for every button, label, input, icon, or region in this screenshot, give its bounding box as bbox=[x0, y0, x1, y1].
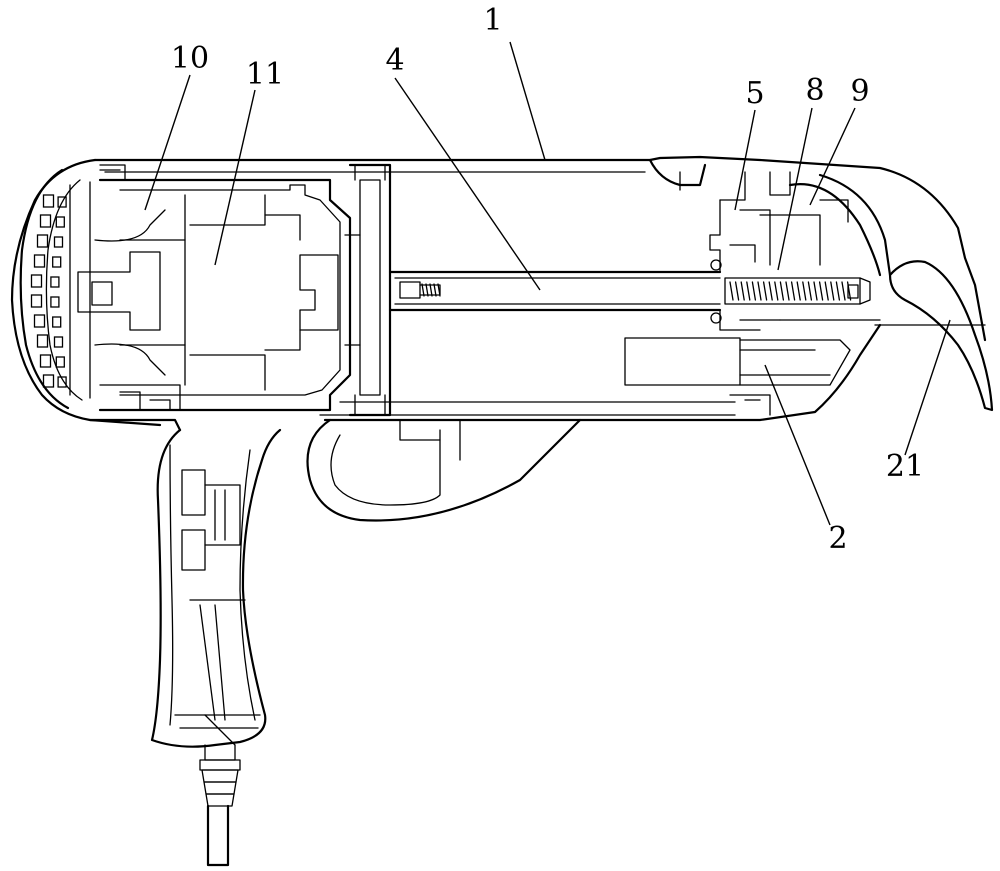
vent-slot bbox=[36, 234, 49, 248]
vent-slot bbox=[30, 274, 43, 288]
central-shaft bbox=[388, 270, 722, 312]
rear-vent-cap bbox=[19, 168, 91, 410]
spring-coil bbox=[818, 281, 824, 301]
spring-coil bbox=[746, 281, 751, 301]
spring-coil bbox=[729, 281, 734, 301]
vent-slot bbox=[33, 254, 46, 268]
trigger bbox=[888, 260, 994, 412]
thread-line bbox=[421, 283, 425, 297]
vent-slot bbox=[53, 336, 64, 348]
screw-thread bbox=[421, 283, 441, 297]
spring-coil bbox=[768, 281, 773, 301]
label-spring: 8 bbox=[805, 73, 824, 108]
vent-slot bbox=[39, 214, 52, 228]
leader-lines bbox=[144, 41, 951, 526]
spring-coil bbox=[835, 281, 841, 301]
spring-coil bbox=[762, 281, 768, 301]
vent-slots bbox=[30, 194, 67, 388]
label-part-9: 9 bbox=[850, 74, 869, 109]
spring-coil bbox=[757, 281, 762, 301]
spring-coil bbox=[802, 281, 807, 301]
vent-slot bbox=[33, 314, 46, 328]
spring-coil bbox=[796, 281, 801, 301]
label-part-11: 11 bbox=[246, 57, 284, 92]
spring-coil bbox=[785, 281, 790, 301]
thread-line bbox=[425, 283, 429, 297]
label-part-5: 5 bbox=[745, 76, 764, 111]
spring-coils bbox=[729, 281, 852, 301]
vent-slot bbox=[55, 356, 65, 368]
vent-slot bbox=[50, 276, 60, 288]
main-housing bbox=[10, 155, 987, 432]
vent-slot bbox=[52, 316, 62, 328]
thread-line bbox=[437, 283, 441, 297]
reference-numerals: 1 10 11 4 5 8 9 21 2 bbox=[171, 3, 924, 556]
vent-slot bbox=[36, 334, 49, 348]
power-cord bbox=[199, 744, 241, 867]
vent-slot bbox=[50, 296, 60, 308]
vent-slot bbox=[53, 236, 64, 248]
spring-coil bbox=[824, 281, 829, 301]
spring-coil bbox=[841, 281, 846, 301]
label-shaft: 4 bbox=[385, 43, 404, 78]
spring-coil bbox=[751, 281, 757, 301]
spring-coil bbox=[813, 281, 818, 301]
motor-assembly bbox=[77, 164, 352, 412]
thread-line bbox=[433, 283, 437, 297]
spring-coil bbox=[790, 281, 796, 301]
lower-assembly bbox=[624, 337, 851, 416]
spring-coil bbox=[807, 281, 813, 301]
handle bbox=[150, 428, 282, 748]
vent-slot bbox=[57, 376, 67, 388]
vent-slot bbox=[30, 294, 43, 308]
spring-coil bbox=[830, 281, 835, 301]
vent-slot bbox=[42, 194, 55, 208]
label-housing: 1 bbox=[483, 3, 502, 38]
spring-coil bbox=[779, 281, 785, 301]
divider-wall bbox=[344, 163, 392, 417]
spring-coil bbox=[734, 281, 740, 301]
label-lower-part: 2 bbox=[828, 521, 847, 556]
front-mechanism bbox=[648, 158, 892, 331]
spring-coil bbox=[774, 281, 779, 301]
vent-slot bbox=[52, 256, 62, 268]
vent-slot bbox=[55, 216, 65, 228]
vent-slot bbox=[57, 196, 67, 208]
label-trigger: 21 bbox=[886, 449, 924, 484]
vent-slot bbox=[39, 354, 52, 368]
thread-line bbox=[429, 283, 433, 297]
vent-slot bbox=[42, 374, 55, 388]
front-guard bbox=[306, 418, 582, 522]
label-part-10: 10 bbox=[171, 41, 209, 76]
spring-coil bbox=[740, 281, 745, 301]
